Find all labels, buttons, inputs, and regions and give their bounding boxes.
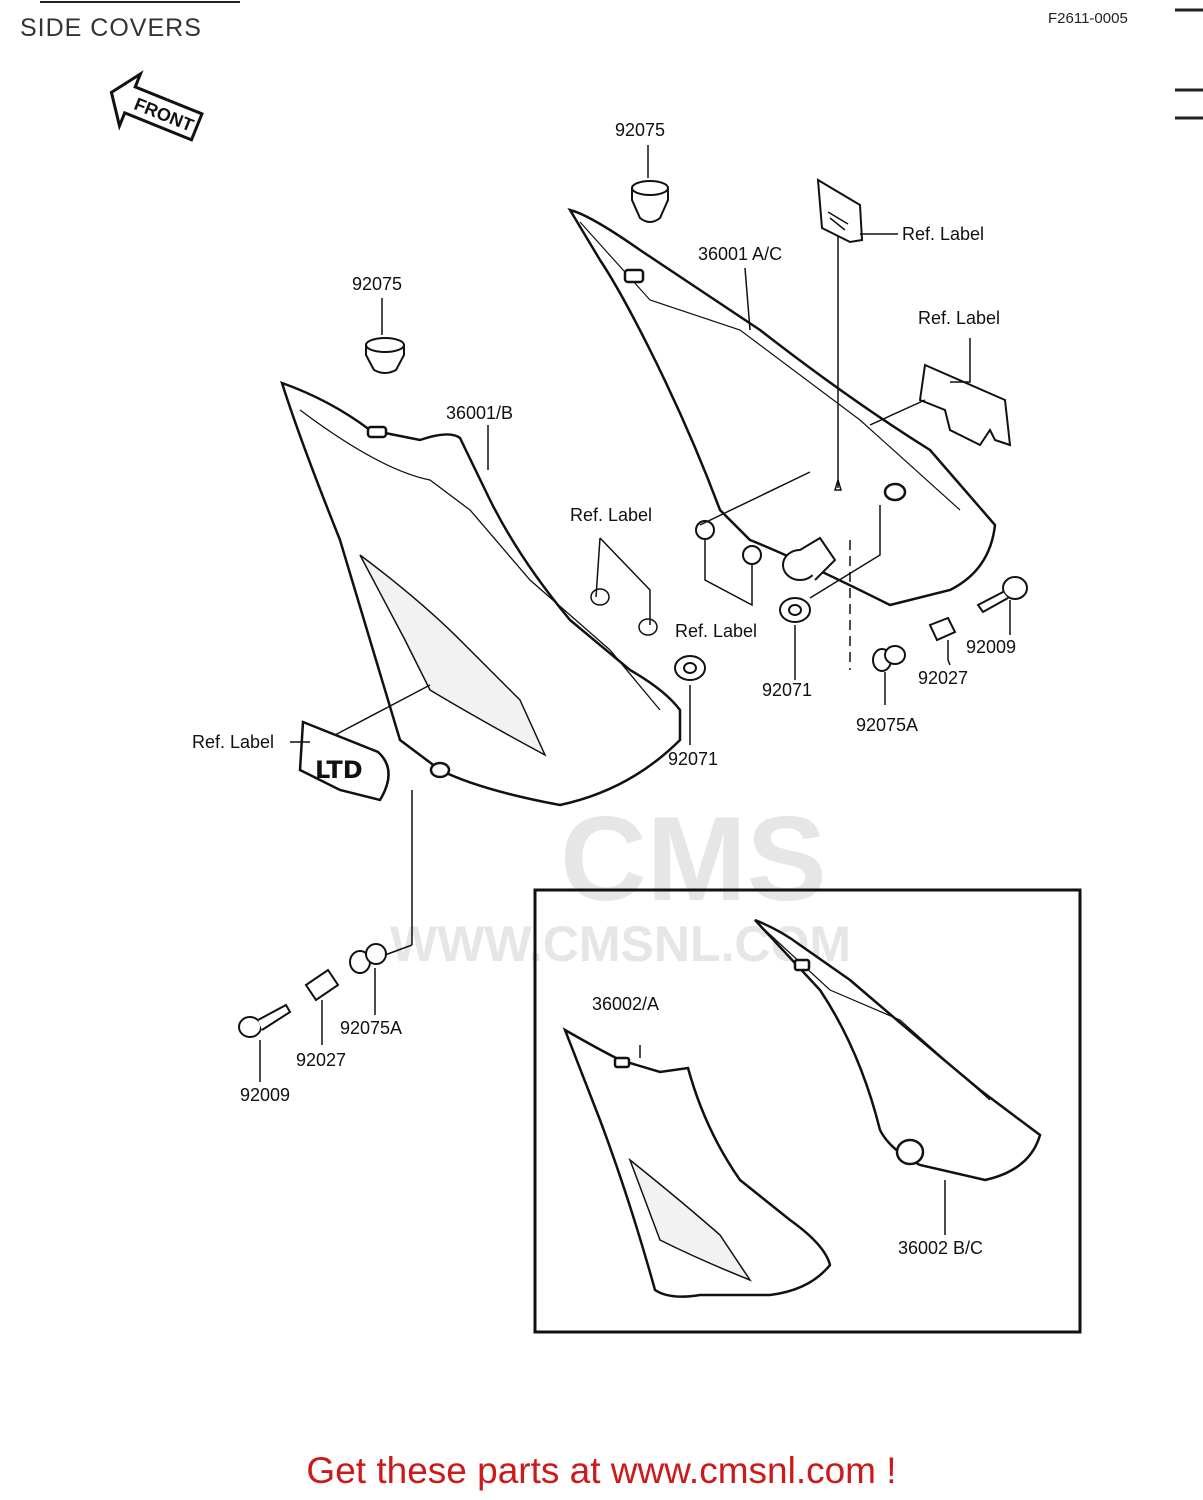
label-36002-bc: 36002 B/C — [898, 1238, 984, 1258]
grommet-92071-right — [779, 597, 811, 623]
watermark-url: WWW.CMSNL.COM — [390, 916, 852, 972]
damper-right — [782, 536, 837, 581]
label-36001-b: 36001/B — [446, 403, 514, 423]
ref-dot-a — [590, 588, 610, 606]
label-92075-top: 92075 — [615, 120, 666, 140]
label-92071-mid: 92071 — [668, 749, 719, 769]
side-cover-36002-a — [562, 1027, 832, 1298]
label-92075-left: 92075 — [352, 274, 403, 294]
label-92071-right: 92071 — [762, 680, 813, 700]
label-ref-1: Ref. Label — [902, 224, 985, 244]
side-cover-36001-b — [280, 380, 682, 807]
inset-frame — [533, 888, 1082, 1334]
leader-lines — [259, 145, 1011, 1235]
bolt-92009-left — [238, 1003, 292, 1038]
washer-b — [742, 545, 762, 565]
grommet-92075a-right — [872, 645, 906, 672]
svg-text:LTD: LTD — [315, 756, 363, 784]
footer-link[interactable]: Get these parts at www.cmsnl.com ! — [306, 1450, 897, 1491]
caution-tag — [816, 178, 864, 244]
label-ref-4: Ref. Label — [675, 621, 758, 641]
washer-a — [695, 520, 715, 540]
label-ref-2: Ref. Label — [918, 308, 1001, 328]
ltd-emblem: LTD — [298, 720, 390, 802]
ref-dot-b — [638, 618, 658, 636]
collar-92027-left — [304, 968, 340, 1002]
grommet-92075a-left — [349, 943, 387, 974]
side-cover-36001-ac — [567, 208, 997, 607]
label-92075a-right: 92075A — [856, 715, 919, 735]
diagram-code: F2611-0005 — [1048, 10, 1128, 27]
page-title: SIDE COVERS — [20, 14, 202, 42]
grommet-92071-mid — [674, 655, 706, 681]
label-92075a-left: 92075A — [340, 1018, 403, 1038]
label-92009-right: 92009 — [966, 637, 1017, 657]
side-cover-36002-bc — [754, 918, 1042, 1182]
bolt-92009-right — [976, 576, 1028, 614]
grommet-92075-top — [631, 180, 669, 223]
ref-label-plate — [918, 363, 1012, 447]
label-92027-left: 92027 — [296, 1050, 347, 1070]
grommet-92075-left — [365, 337, 405, 374]
label-92009-left: 92009 — [240, 1085, 291, 1105]
label-36002-a: 36002/A — [592, 994, 660, 1014]
label-ref-3: Ref. Label — [570, 505, 653, 525]
label-ref-5: Ref. Label — [192, 732, 275, 752]
label-92027-right: 92027 — [918, 668, 969, 688]
front-arrow-icon: FRONT — [109, 70, 204, 142]
label-36001-ac: 36001 A/C — [698, 244, 783, 264]
collar-92027-right — [928, 616, 957, 642]
watermark-logo: CMS — [560, 792, 827, 926]
